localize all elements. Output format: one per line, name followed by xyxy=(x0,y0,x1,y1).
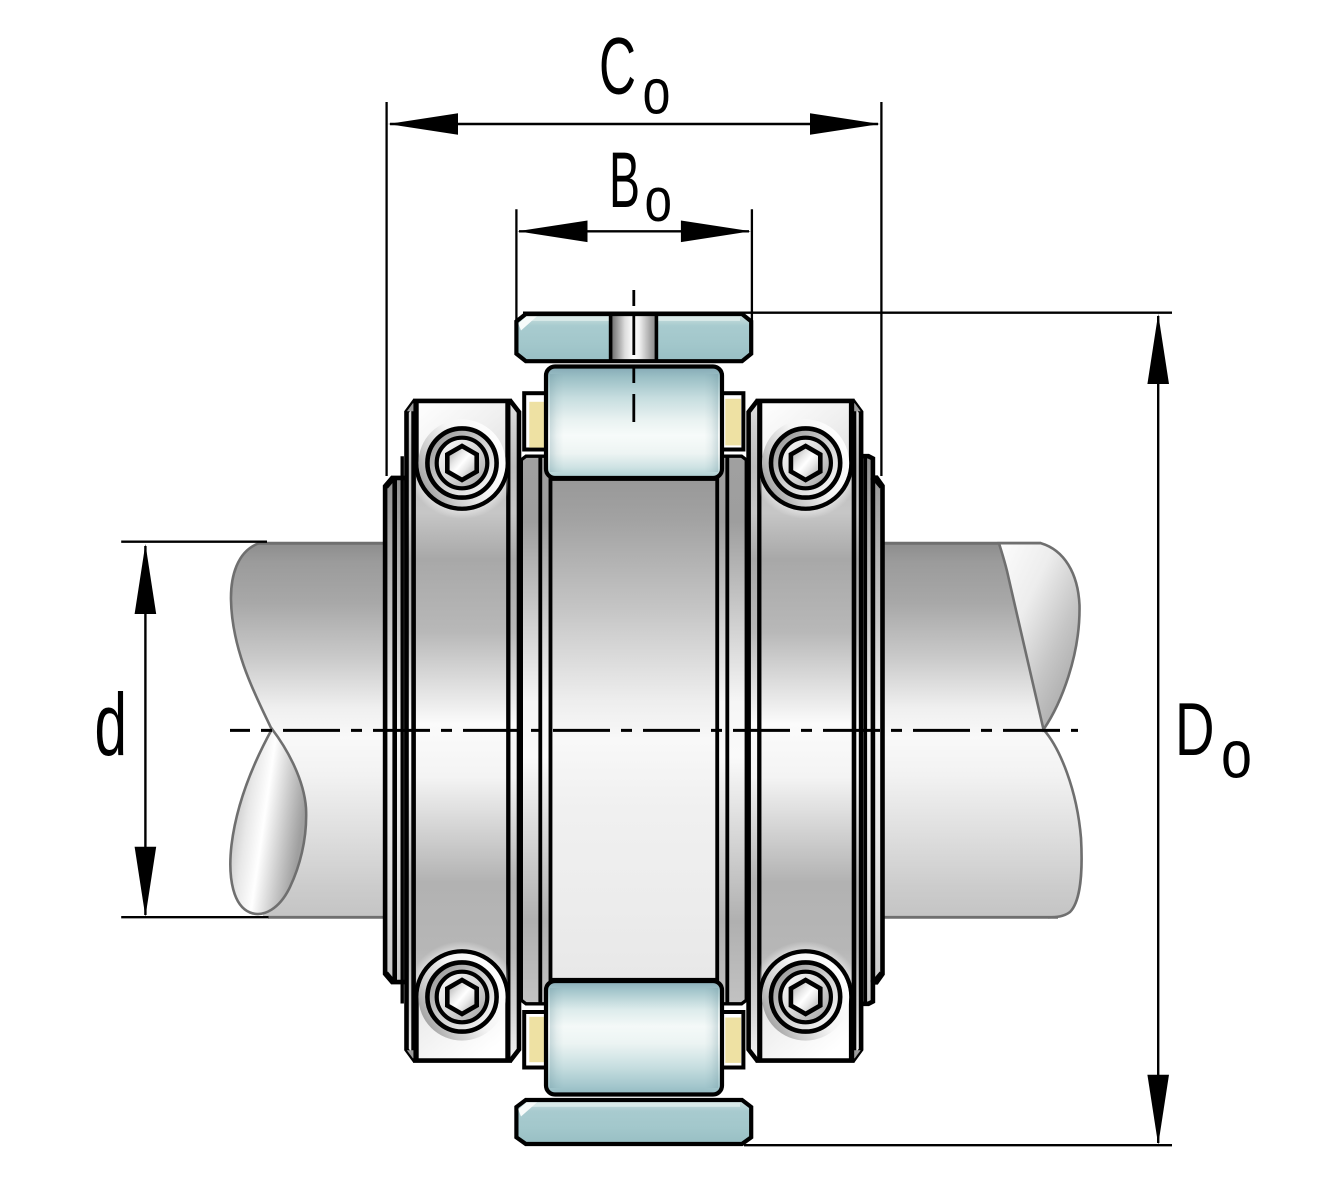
svg-text:o: o xyxy=(1221,717,1252,793)
svg-text:C: C xyxy=(599,21,636,111)
svg-text:D: D xyxy=(1175,687,1215,771)
svg-text:B: B xyxy=(609,135,640,224)
svg-text:o: o xyxy=(645,166,673,235)
svg-text:o: o xyxy=(643,56,671,128)
svg-text:d: d xyxy=(95,675,128,774)
